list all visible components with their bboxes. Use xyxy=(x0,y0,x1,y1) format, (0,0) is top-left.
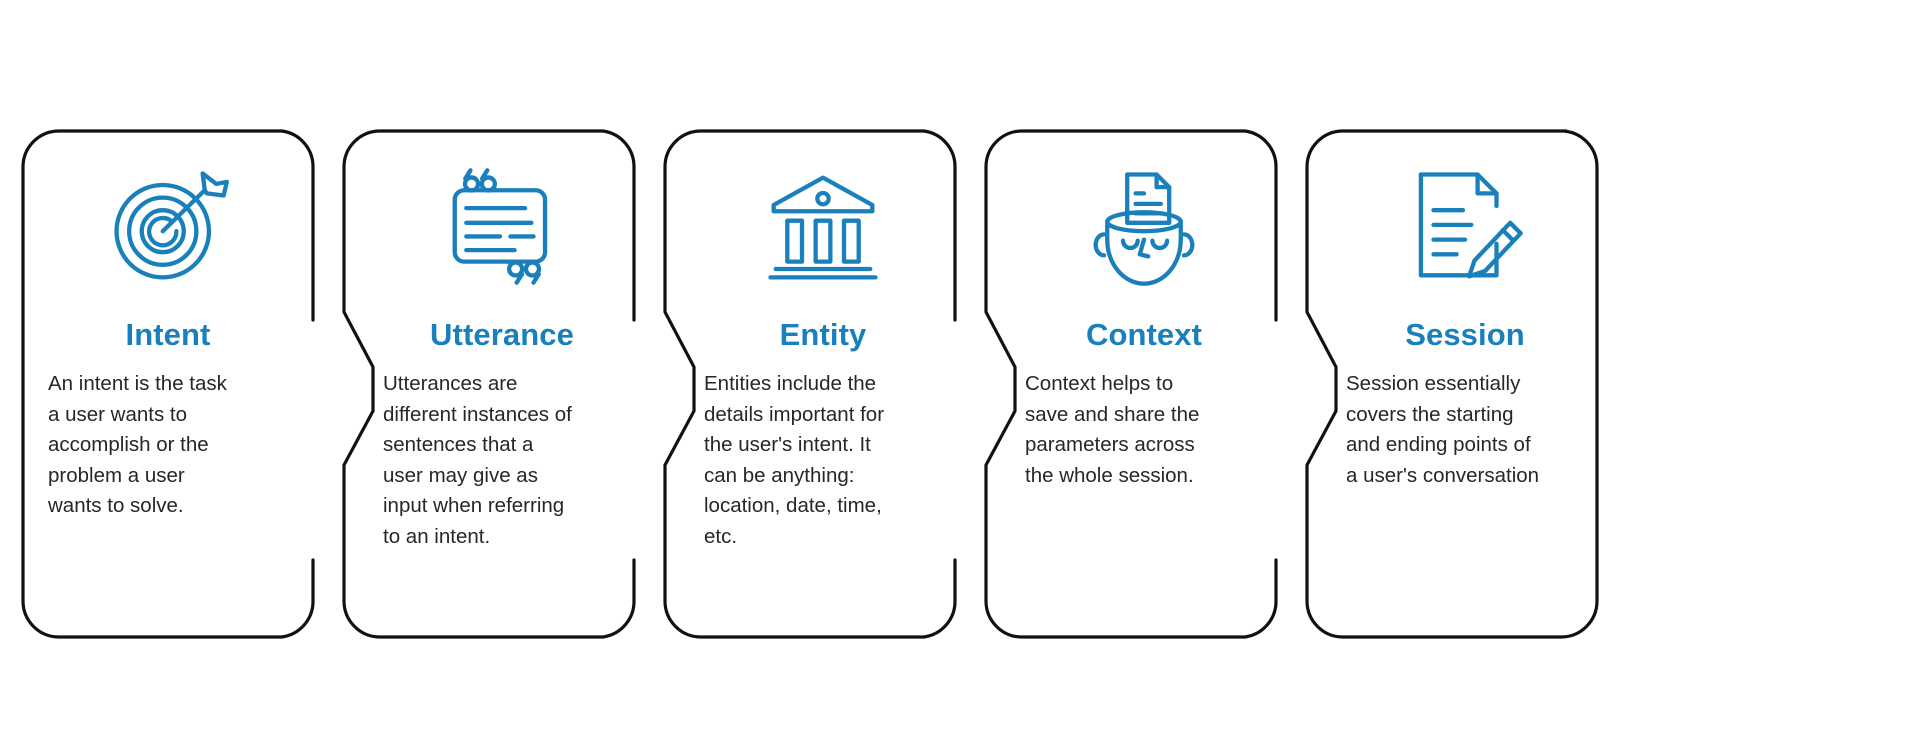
target-dart-icon xyxy=(114,171,229,280)
head-with-document-icon xyxy=(1093,172,1195,286)
card-title: Entity xyxy=(779,317,867,352)
document-pencil-icon xyxy=(1418,172,1523,279)
card-description: Context helps to save and share the para… xyxy=(1025,372,1200,487)
card-title: Utterance xyxy=(430,317,574,352)
concept-card-session[interactable]: Session Session essentially covers the s… xyxy=(1305,129,1599,639)
card-description: Utterances are different instances of se… xyxy=(383,372,572,548)
card-title: Session xyxy=(1405,317,1525,352)
bank-building-icon xyxy=(768,175,878,280)
concept-card-context[interactable]: Context Context helps to save and share … xyxy=(984,129,1278,639)
card-description: An intent is the task a user wants to ac… xyxy=(48,372,227,518)
card-title: Context xyxy=(1085,317,1203,352)
concept-card-intent[interactable]: Intent An intent is the task a user want… xyxy=(21,129,315,639)
card-title: Intent xyxy=(125,317,211,352)
quote-message-box-icon xyxy=(452,168,548,285)
concept-card-utterance[interactable]: Utterance Utterances are different insta… xyxy=(342,129,636,639)
concept-card-entity[interactable]: Entity Entities include the details impo… xyxy=(663,129,957,639)
card-description: Entities include the details important f… xyxy=(704,372,885,548)
card-description: Session essentially covers the starting … xyxy=(1346,372,1540,487)
